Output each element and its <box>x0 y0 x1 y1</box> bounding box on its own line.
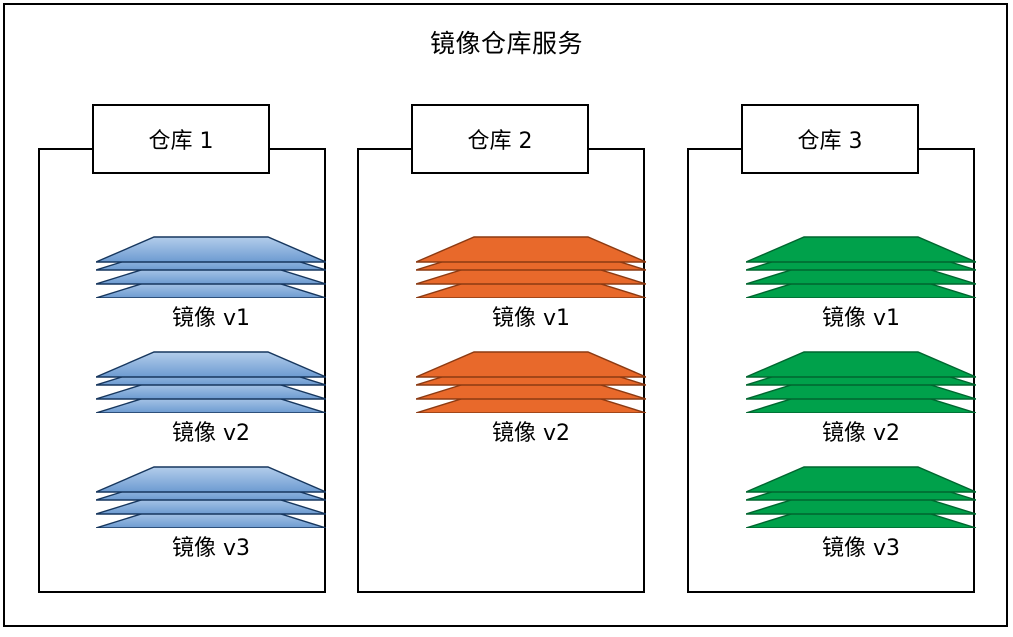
image-caption: 镜像 v1 <box>491 306 570 331</box>
image-layer-stack-icon <box>746 236 976 298</box>
repository-label-2-text: 仓库 2 <box>467 129 533 154</box>
image-caption: 镜像 v1 <box>821 306 900 331</box>
image-stack-group-1-2[interactable]: 镜像 v2 <box>96 351 326 461</box>
image-stack-group-3-3[interactable]: 镜像 v3 <box>746 466 976 576</box>
image-caption: 镜像 v1 <box>171 306 250 331</box>
image-caption: 镜像 v3 <box>821 536 900 561</box>
image-layer-stack-icon <box>746 466 976 528</box>
image-stack-group-1-3[interactable]: 镜像 v3 <box>96 466 326 576</box>
image-caption: 镜像 v3 <box>171 536 250 561</box>
image-stack-group-3-2[interactable]: 镜像 v2 <box>746 351 976 461</box>
image-layer-stack-icon <box>746 351 976 413</box>
image-caption: 镜像 v2 <box>491 421 570 446</box>
diagram-title: 镜像仓库服务 <box>429 29 583 58</box>
image-layer-stack-icon <box>416 351 646 413</box>
image-layer-stack-icon <box>96 466 326 528</box>
image-layer-stack-icon <box>96 351 326 413</box>
image-caption: 镜像 v2 <box>821 421 900 446</box>
repository-label-3-text: 仓库 3 <box>797 129 863 154</box>
image-stack-group-1-1[interactable]: 镜像 v1 <box>96 236 326 346</box>
repository-label-3: 仓库 3 <box>741 104 919 174</box>
repository-label-1: 仓库 1 <box>92 104 270 174</box>
image-stack-group-3-1[interactable]: 镜像 v1 <box>746 236 976 346</box>
repository-label-1-text: 仓库 1 <box>148 129 214 154</box>
image-layer-stack-icon <box>416 236 646 298</box>
image-stack-group-2-1[interactable]: 镜像 v1 <box>416 236 646 346</box>
diagram-outer-frame <box>3 3 1008 627</box>
image-stack-group-2-2[interactable]: 镜像 v2 <box>416 351 646 461</box>
repository-label-2: 仓库 2 <box>411 104 589 174</box>
image-caption: 镜像 v2 <box>171 421 250 446</box>
image-layer-stack-icon <box>96 236 326 298</box>
